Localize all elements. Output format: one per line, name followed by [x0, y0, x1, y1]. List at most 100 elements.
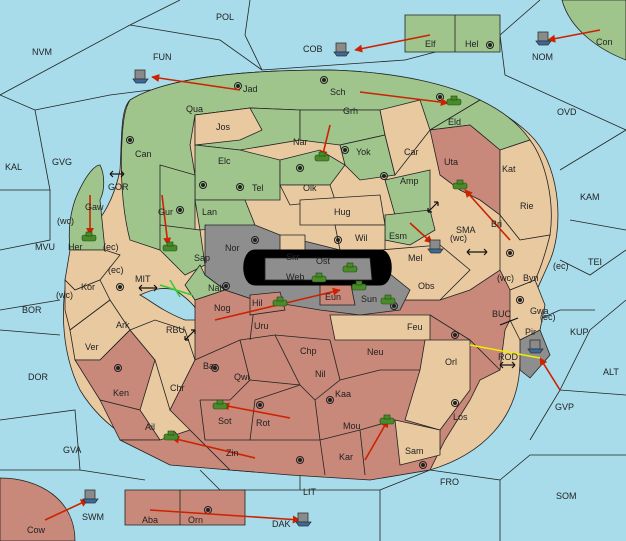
territory-label: Elc — [218, 156, 231, 166]
coast-label: (ec) — [540, 312, 556, 322]
territory-label: Rie — [520, 201, 534, 211]
sea-label-som: SOM — [556, 491, 577, 501]
fleet-units — [82, 31, 552, 527]
territory-label: Nog — [214, 303, 231, 313]
territory-label: Qua — [186, 104, 203, 114]
fleet-icon — [295, 512, 312, 527]
sea-label-ovd: OVD — [557, 107, 577, 117]
territory-label: Neu — [367, 347, 384, 357]
territory-label: Jad — [243, 84, 258, 94]
coast-label: (wc) — [450, 233, 467, 243]
sea-label-nvm: NVM — [32, 47, 52, 57]
territory-label: Ver — [85, 342, 99, 352]
army-icon — [272, 296, 288, 307]
sea-label-alt: ALT — [603, 367, 619, 377]
fleet-icon — [82, 489, 99, 504]
territory-label: Bar — [203, 361, 217, 371]
territory-label: Elf — [425, 39, 436, 49]
territory-label: Ail — [145, 422, 155, 432]
south-red-region — [169, 124, 552, 481]
sea-label-mvu: MVU — [35, 242, 55, 252]
arrow-gvp-pir — [539, 357, 561, 391]
territory-label: Con — [596, 37, 613, 47]
sea-label-gvg: GVG — [52, 157, 72, 167]
sea-label-pol: POL — [216, 12, 234, 22]
yellow-support — [469, 344, 541, 359]
sea-label-kal: KAL — [5, 162, 22, 172]
army-icon — [379, 414, 395, 425]
green-support-2 — [169, 279, 181, 298]
passage-arrows — [109, 170, 519, 369]
territory-label: Ark — [116, 320, 130, 330]
army-icon — [212, 399, 228, 410]
territory-label: Kaa — [335, 389, 351, 399]
territory-label: Eld — [448, 117, 461, 127]
arrow-sch-eld — [359, 91, 449, 107]
territory-label: Cow — [27, 525, 46, 535]
sea-label-fun: FUN — [153, 52, 172, 62]
territory-label: Olk — [303, 183, 317, 193]
army-icon — [446, 95, 462, 106]
coast-label: (ec) — [108, 265, 124, 275]
arrow-jad-fun — [151, 74, 241, 91]
territory-label: Kat — [502, 164, 516, 174]
territory-label: Rot — [256, 418, 271, 428]
territory-label: Car — [404, 147, 419, 157]
territory-label: Mel — [408, 253, 423, 263]
inner-gray-region — [204, 224, 411, 316]
territory-label: Eun — [325, 292, 341, 302]
territory-label: Mou — [343, 421, 361, 431]
territory-label: Sam — [405, 446, 424, 456]
sea-label-rod: ROD — [498, 352, 519, 362]
territory-label: Feu — [407, 322, 423, 332]
sea-label-lit: LIT — [303, 487, 317, 497]
fleet-icon — [427, 239, 444, 254]
arrow-aba-dak — [149, 509, 301, 524]
sea-label-gva: GVA — [63, 445, 81, 455]
territory-label: Lan — [202, 207, 217, 217]
fleet-icon — [333, 42, 350, 57]
territory-label: Her — [68, 242, 83, 252]
coast-label: (ec) — [103, 242, 119, 252]
territory-label: Sch — [330, 87, 346, 97]
territory-label: Sun — [361, 294, 377, 304]
fleet-icon — [535, 31, 552, 46]
territory-label: Chr — [170, 383, 185, 393]
territory-label: Zin — [226, 448, 239, 458]
sea-label-tei: TEI — [588, 257, 602, 267]
territory-label: Byn — [523, 273, 539, 283]
territory-label: Gwa — [530, 306, 549, 316]
fleet-icon — [527, 339, 544, 354]
coast-label: (wc) — [57, 216, 74, 226]
army-icon — [342, 262, 358, 273]
coast-label: (wc) — [497, 273, 514, 283]
army-units — [81, 95, 468, 441]
arrow-gur-sap — [161, 194, 172, 246]
territory-label: Tel — [252, 183, 264, 193]
territory-label: Kor — [81, 282, 95, 292]
territory-label: Wil — [355, 233, 368, 243]
territory-label: Uru — [254, 321, 269, 331]
territory-label: Bri — [491, 219, 502, 229]
territory-labels: Jad Sch Qua Jos Grh Eld Can Elc Nar Yok … — [27, 37, 613, 535]
territory-label: Web — [286, 272, 304, 282]
territory-label: Nil — [315, 369, 326, 379]
territory-label: Grh — [343, 106, 358, 116]
sea-label-dak: DAK — [272, 519, 291, 529]
territory-label: Amp — [400, 176, 419, 186]
territory-label: Los — [453, 412, 468, 422]
territory-label: Hil — [252, 298, 263, 308]
sea-label-cob: COB — [303, 44, 323, 54]
territory-label: Ken — [113, 388, 129, 398]
coast-label: (wc) — [56, 290, 73, 300]
territory-label: Gur — [158, 207, 173, 217]
sea-label-rbu: RBU — [166, 325, 185, 335]
sea-label-gor: GOR — [108, 182, 129, 192]
coast-labels: (wc) (ec) (ec) (wc) (wc) (ec) (ec) (wc) — [56, 216, 569, 322]
territory-label: Pir — [525, 327, 536, 337]
sea-label-kam: KAM — [580, 192, 600, 202]
support-lines — [159, 279, 541, 359]
sea-label-sma: SMA — [456, 225, 476, 235]
arrow-bri-uta — [464, 189, 511, 241]
